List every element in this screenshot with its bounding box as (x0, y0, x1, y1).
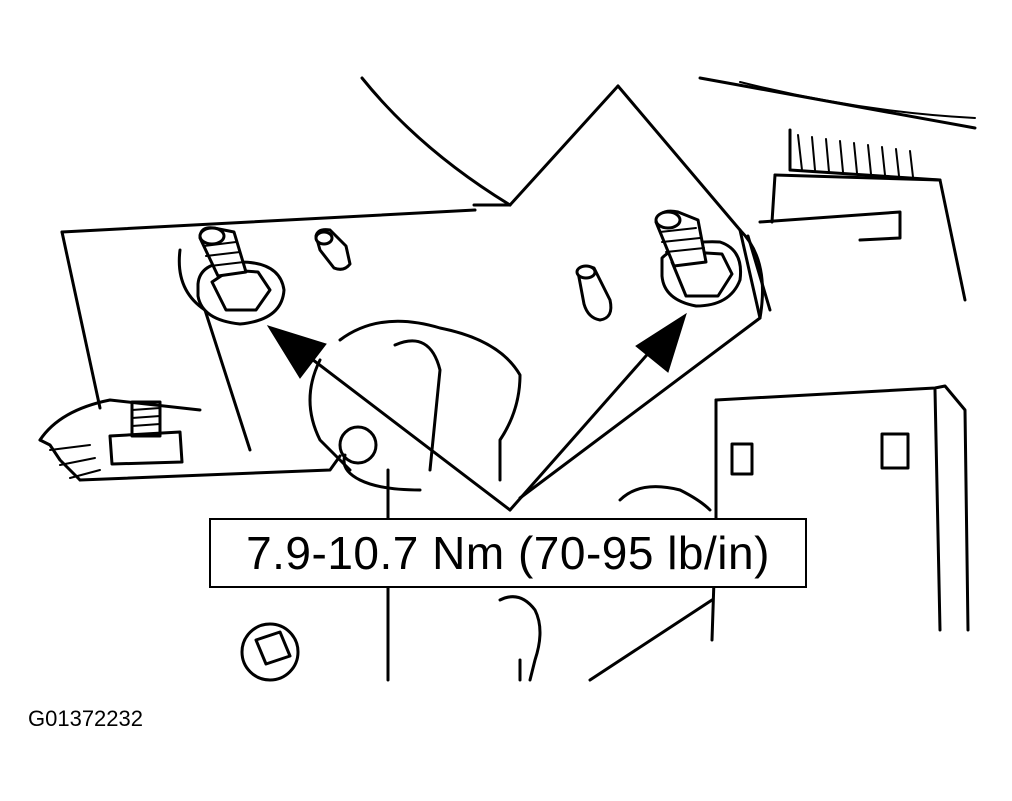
center-cavity (308, 319, 522, 492)
arrow-pointer-icon (266, 325, 327, 379)
torque-spec-label: 7.9-10.7 Nm (70-95 lb/in) (246, 527, 770, 579)
torque-spec-callout: 7.9-10.7 Nm (70-95 lb/in) (209, 518, 807, 588)
lower-left-component (38, 398, 342, 482)
leader-lines (298, 338, 662, 512)
small-pin-right (575, 264, 613, 322)
arrow-pointer-icon (635, 312, 687, 373)
left-stud-nut (196, 226, 286, 326)
right-stud-nut (654, 209, 743, 308)
upper-housing-lines (360, 76, 977, 232)
figure-id-label: G01372232 (28, 706, 143, 731)
small-pin-left (314, 228, 352, 271)
ribbed-component (758, 128, 967, 302)
